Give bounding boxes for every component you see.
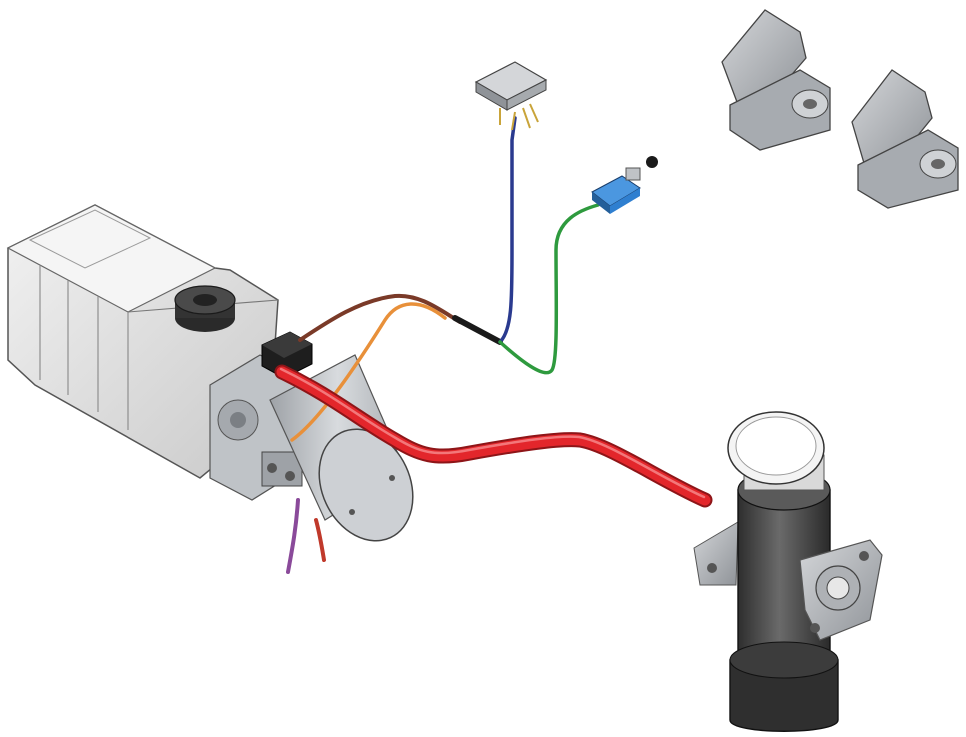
pump-manifold bbox=[209, 354, 303, 501]
wiring-harness bbox=[286, 116, 600, 574]
remote-pendant bbox=[591, 156, 658, 214]
pressure-hose bbox=[274, 364, 713, 508]
black-sleeve bbox=[452, 315, 503, 345]
purple-wire bbox=[286, 498, 300, 574]
electric-motor bbox=[269, 354, 414, 542]
blue-wire bbox=[498, 116, 517, 344]
brown-wire bbox=[298, 293, 462, 342]
mounting-bracket-left bbox=[721, 9, 831, 151]
control-switch bbox=[474, 61, 548, 131]
mounting-bracket-right bbox=[851, 69, 959, 209]
green-wire bbox=[498, 203, 600, 375]
orange-wire bbox=[290, 302, 447, 442]
red-wire bbox=[314, 518, 326, 562]
hydraulic-cylinder bbox=[693, 411, 883, 732]
filler-cap bbox=[174, 285, 236, 332]
